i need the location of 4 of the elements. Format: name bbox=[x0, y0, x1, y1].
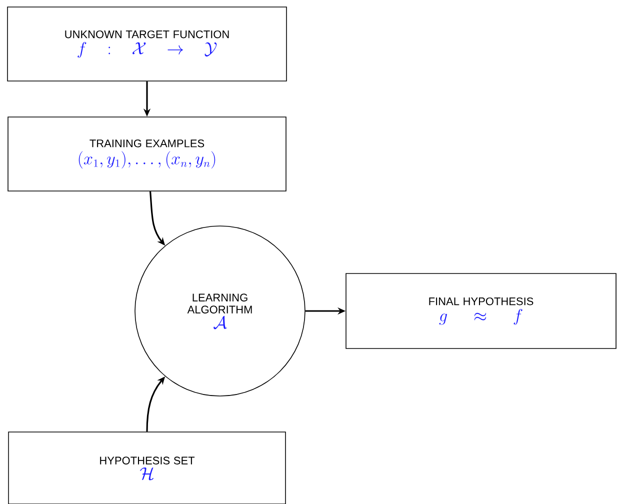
process-box: FINAL HYPOTHESIS $g \approx f$ bbox=[346, 273, 616, 349]
process-box: TRAINING EXAMPLES $(x_1, y_1), \ldots, (x_n, y_n)$ bbox=[8, 116, 286, 192]
process-box: UNKNOWN TARGET FUNCTION $f : \mathcal{X} \to \mathcal{Y}$ bbox=[7, 6, 287, 82]
process-box: HYPOTHESIS SET $\mathcal{H}$ bbox=[8, 432, 286, 504]
